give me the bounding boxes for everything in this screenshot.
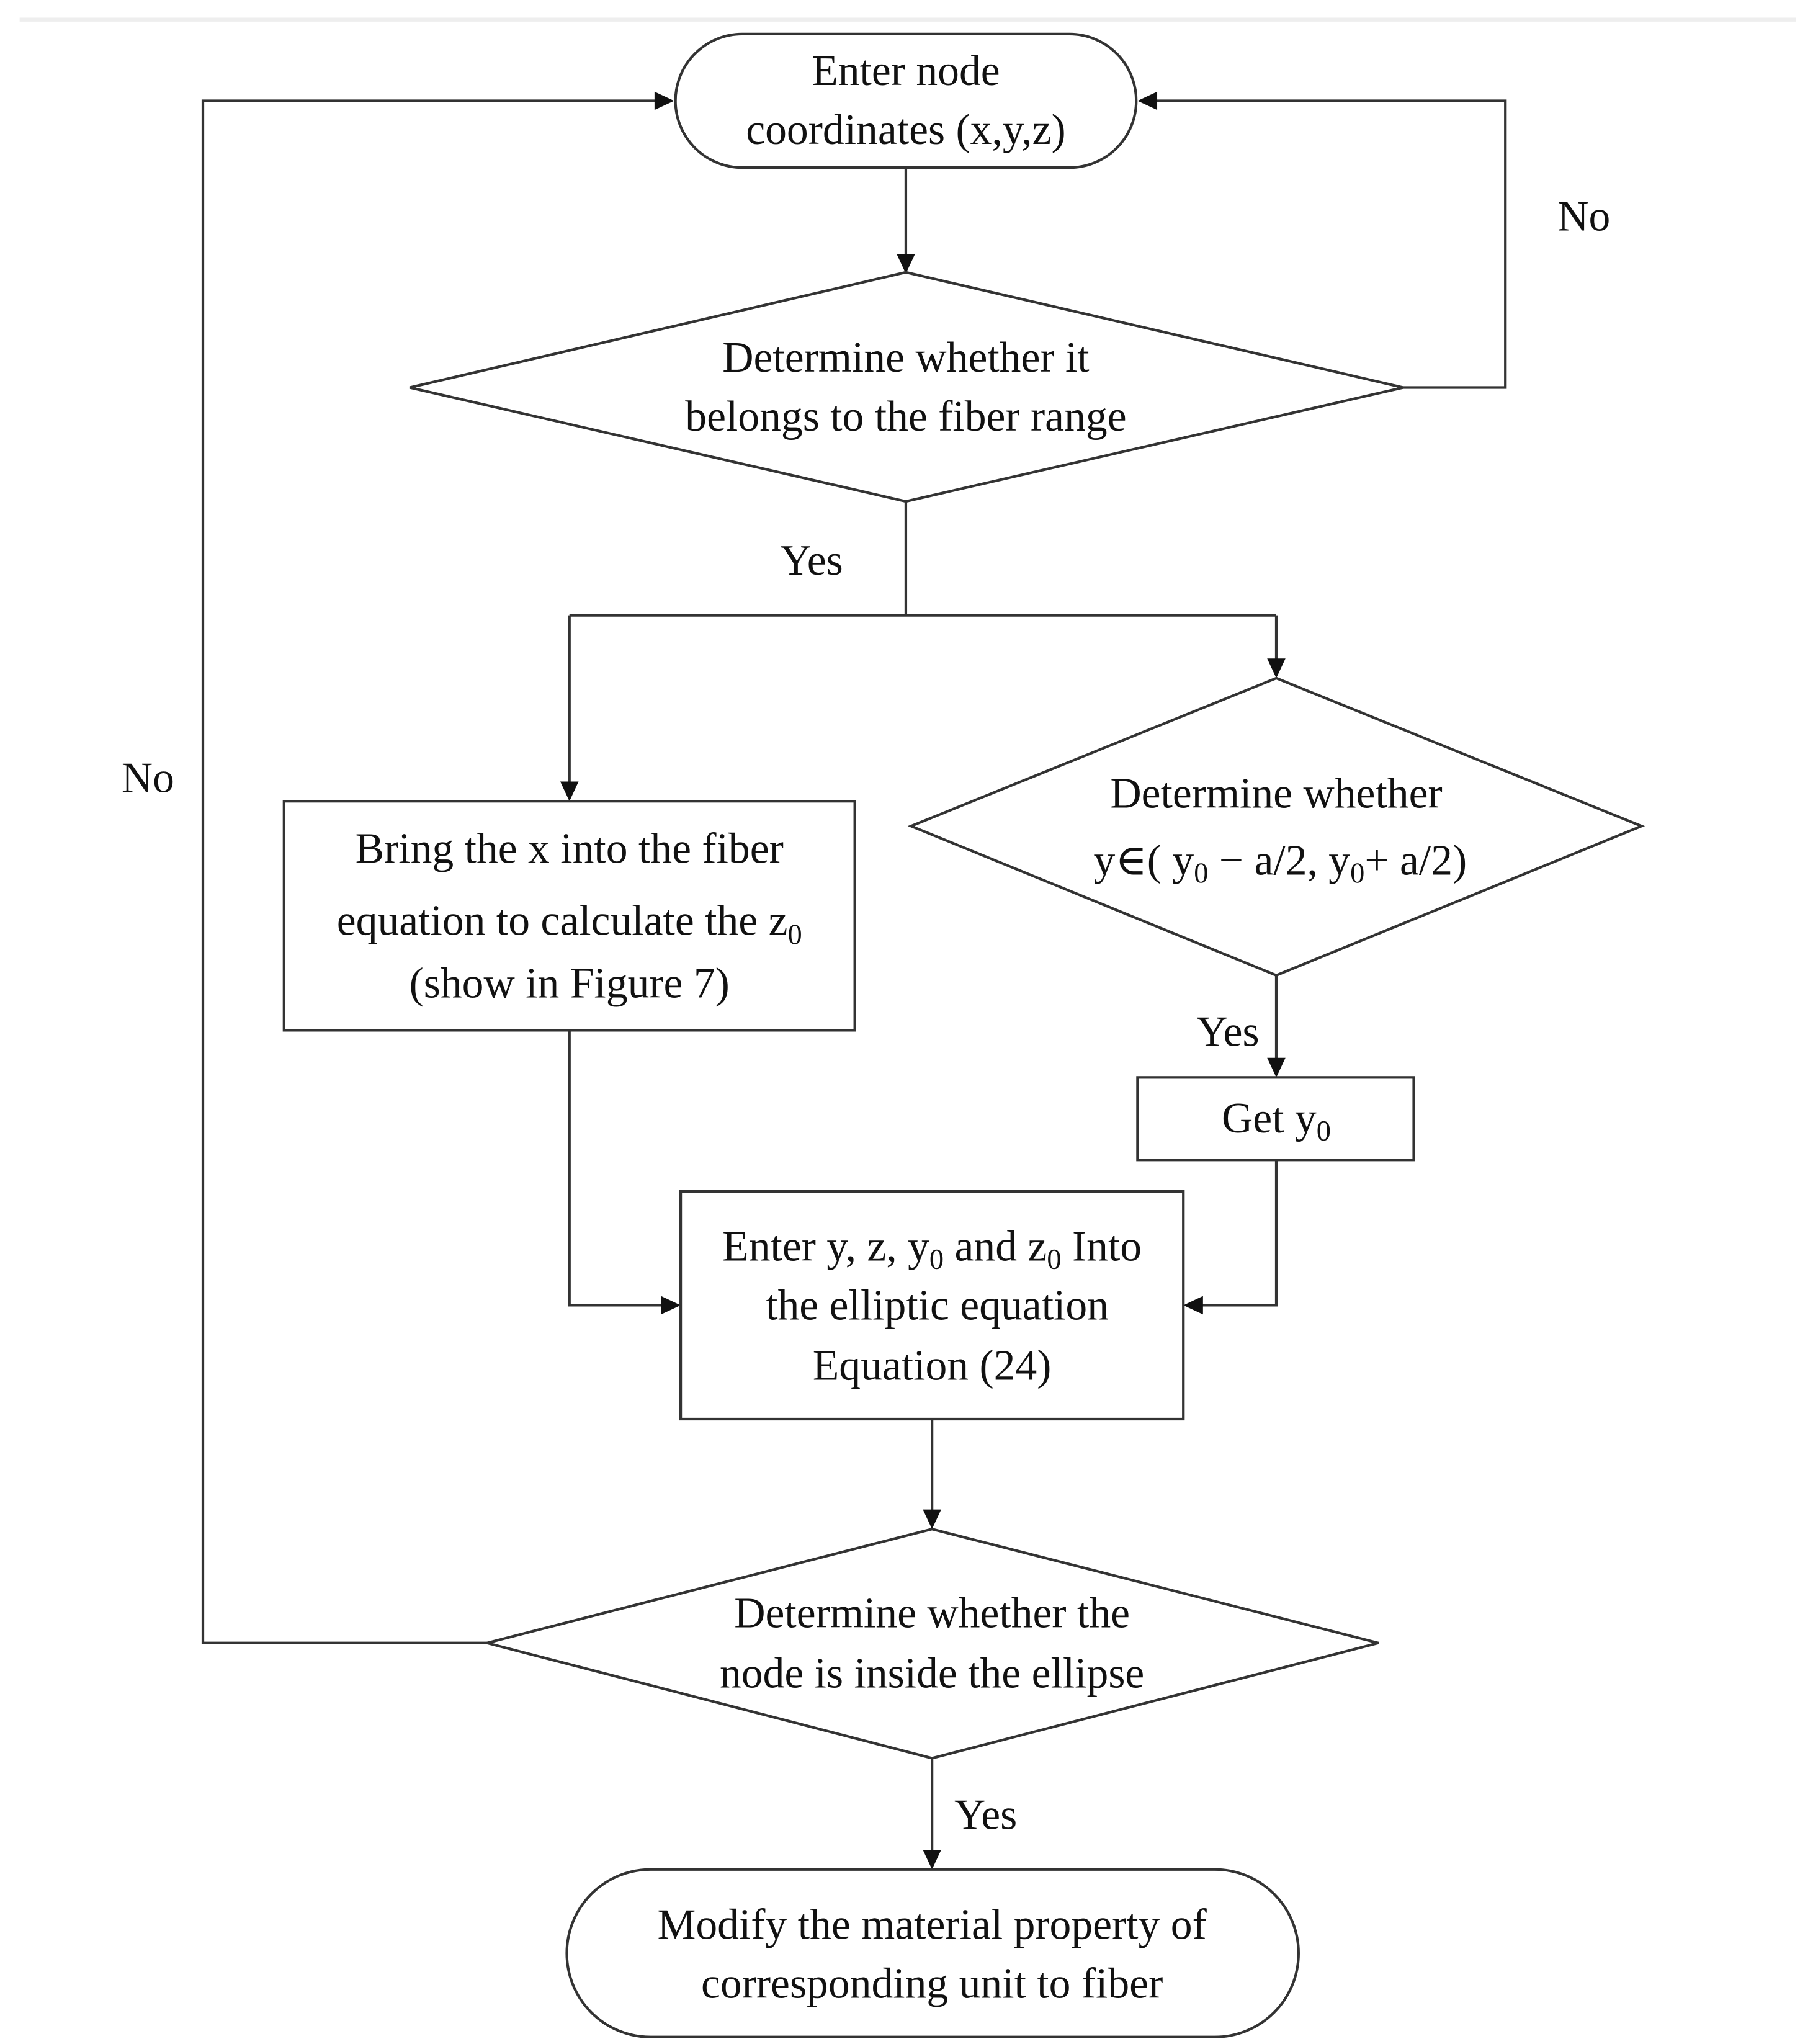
arrow-head bbox=[1267, 1057, 1286, 1078]
decision-fiber-line1: Determine whether it bbox=[722, 334, 1089, 382]
decision-y-line1: Determine whether bbox=[1110, 770, 1442, 818]
arrow-head bbox=[560, 781, 579, 802]
decision-ellipse-line2: node is inside the ellipse bbox=[720, 1649, 1144, 1697]
process-calc-z0: Bring the x into the fiber equation to c… bbox=[282, 800, 856, 1032]
arrow-head bbox=[654, 91, 674, 110]
end-terminator: Modify the material property of correspo… bbox=[565, 1868, 1300, 2038]
calc-line3: (show in Figure 7) bbox=[410, 960, 730, 1008]
decision-inside-ellipse: Determine whether the node is inside the… bbox=[486, 1528, 1379, 1760]
calc-line2: equation to calculate the z0 bbox=[337, 897, 802, 951]
decision-fiber-line2: belongs to the fiber range bbox=[685, 393, 1126, 441]
process-elliptic-equation: Enter y, z, y0 and z0 Into the elliptic … bbox=[679, 1190, 1185, 1421]
label-yes-ellipse: Yes bbox=[954, 1791, 1017, 1839]
edge-gety0-to-elliptic bbox=[1200, 1160, 1278, 1307]
edge-no-left-loop bbox=[201, 99, 658, 1644]
end-line2: corresponding unit to fiber bbox=[701, 1960, 1163, 2008]
start-terminator: Enter node coordinates (x,y,z) bbox=[674, 32, 1138, 169]
end-line1: Modify the material property of bbox=[657, 1901, 1207, 1949]
arrow-head bbox=[1183, 1296, 1203, 1315]
connectors bbox=[201, 91, 1507, 1870]
arrow-head bbox=[923, 1850, 941, 1870]
decision-fiber-range: Determine whether it belongs to the fibe… bbox=[409, 271, 1404, 503]
decision-ellipse-line1: Determine whether the bbox=[734, 1589, 1130, 1637]
arrow-head bbox=[923, 1509, 941, 1530]
edge-calc-to-elliptic bbox=[568, 1030, 664, 1307]
label-yes-fiber: Yes bbox=[780, 537, 843, 585]
arrow-head bbox=[661, 1296, 681, 1315]
arrow-head bbox=[1267, 658, 1286, 678]
calc-line1: Bring the x into the fiber bbox=[356, 825, 784, 872]
arrow-head bbox=[1137, 91, 1158, 110]
edge-no-right-loop bbox=[1154, 99, 1507, 389]
decision-y-range: Determine whether y∈( y0 − a/2, y0+ a/2) bbox=[907, 676, 1645, 977]
decision-y-line2: y∈( y0 − a/2, y0+ a/2) bbox=[1093, 836, 1467, 889]
elliptic-line2: the elliptic equation bbox=[766, 1282, 1109, 1330]
arrow-head bbox=[897, 254, 915, 274]
process-get-y0: Get y0 bbox=[1136, 1076, 1415, 1162]
start-line1: Enter node bbox=[812, 47, 1000, 95]
elliptic-line1: Enter y, z, y0 and z0 Into bbox=[722, 1223, 1142, 1276]
get-y0-text: Get y0 bbox=[1222, 1095, 1331, 1147]
label-no-right: No bbox=[1557, 192, 1610, 240]
start-line2: coordinates (x,y,z) bbox=[746, 106, 1065, 154]
elliptic-line3: Equation (24) bbox=[813, 1342, 1052, 1390]
label-no-left: No bbox=[122, 754, 174, 802]
label-yes-y-range: Yes bbox=[1196, 1008, 1259, 1056]
